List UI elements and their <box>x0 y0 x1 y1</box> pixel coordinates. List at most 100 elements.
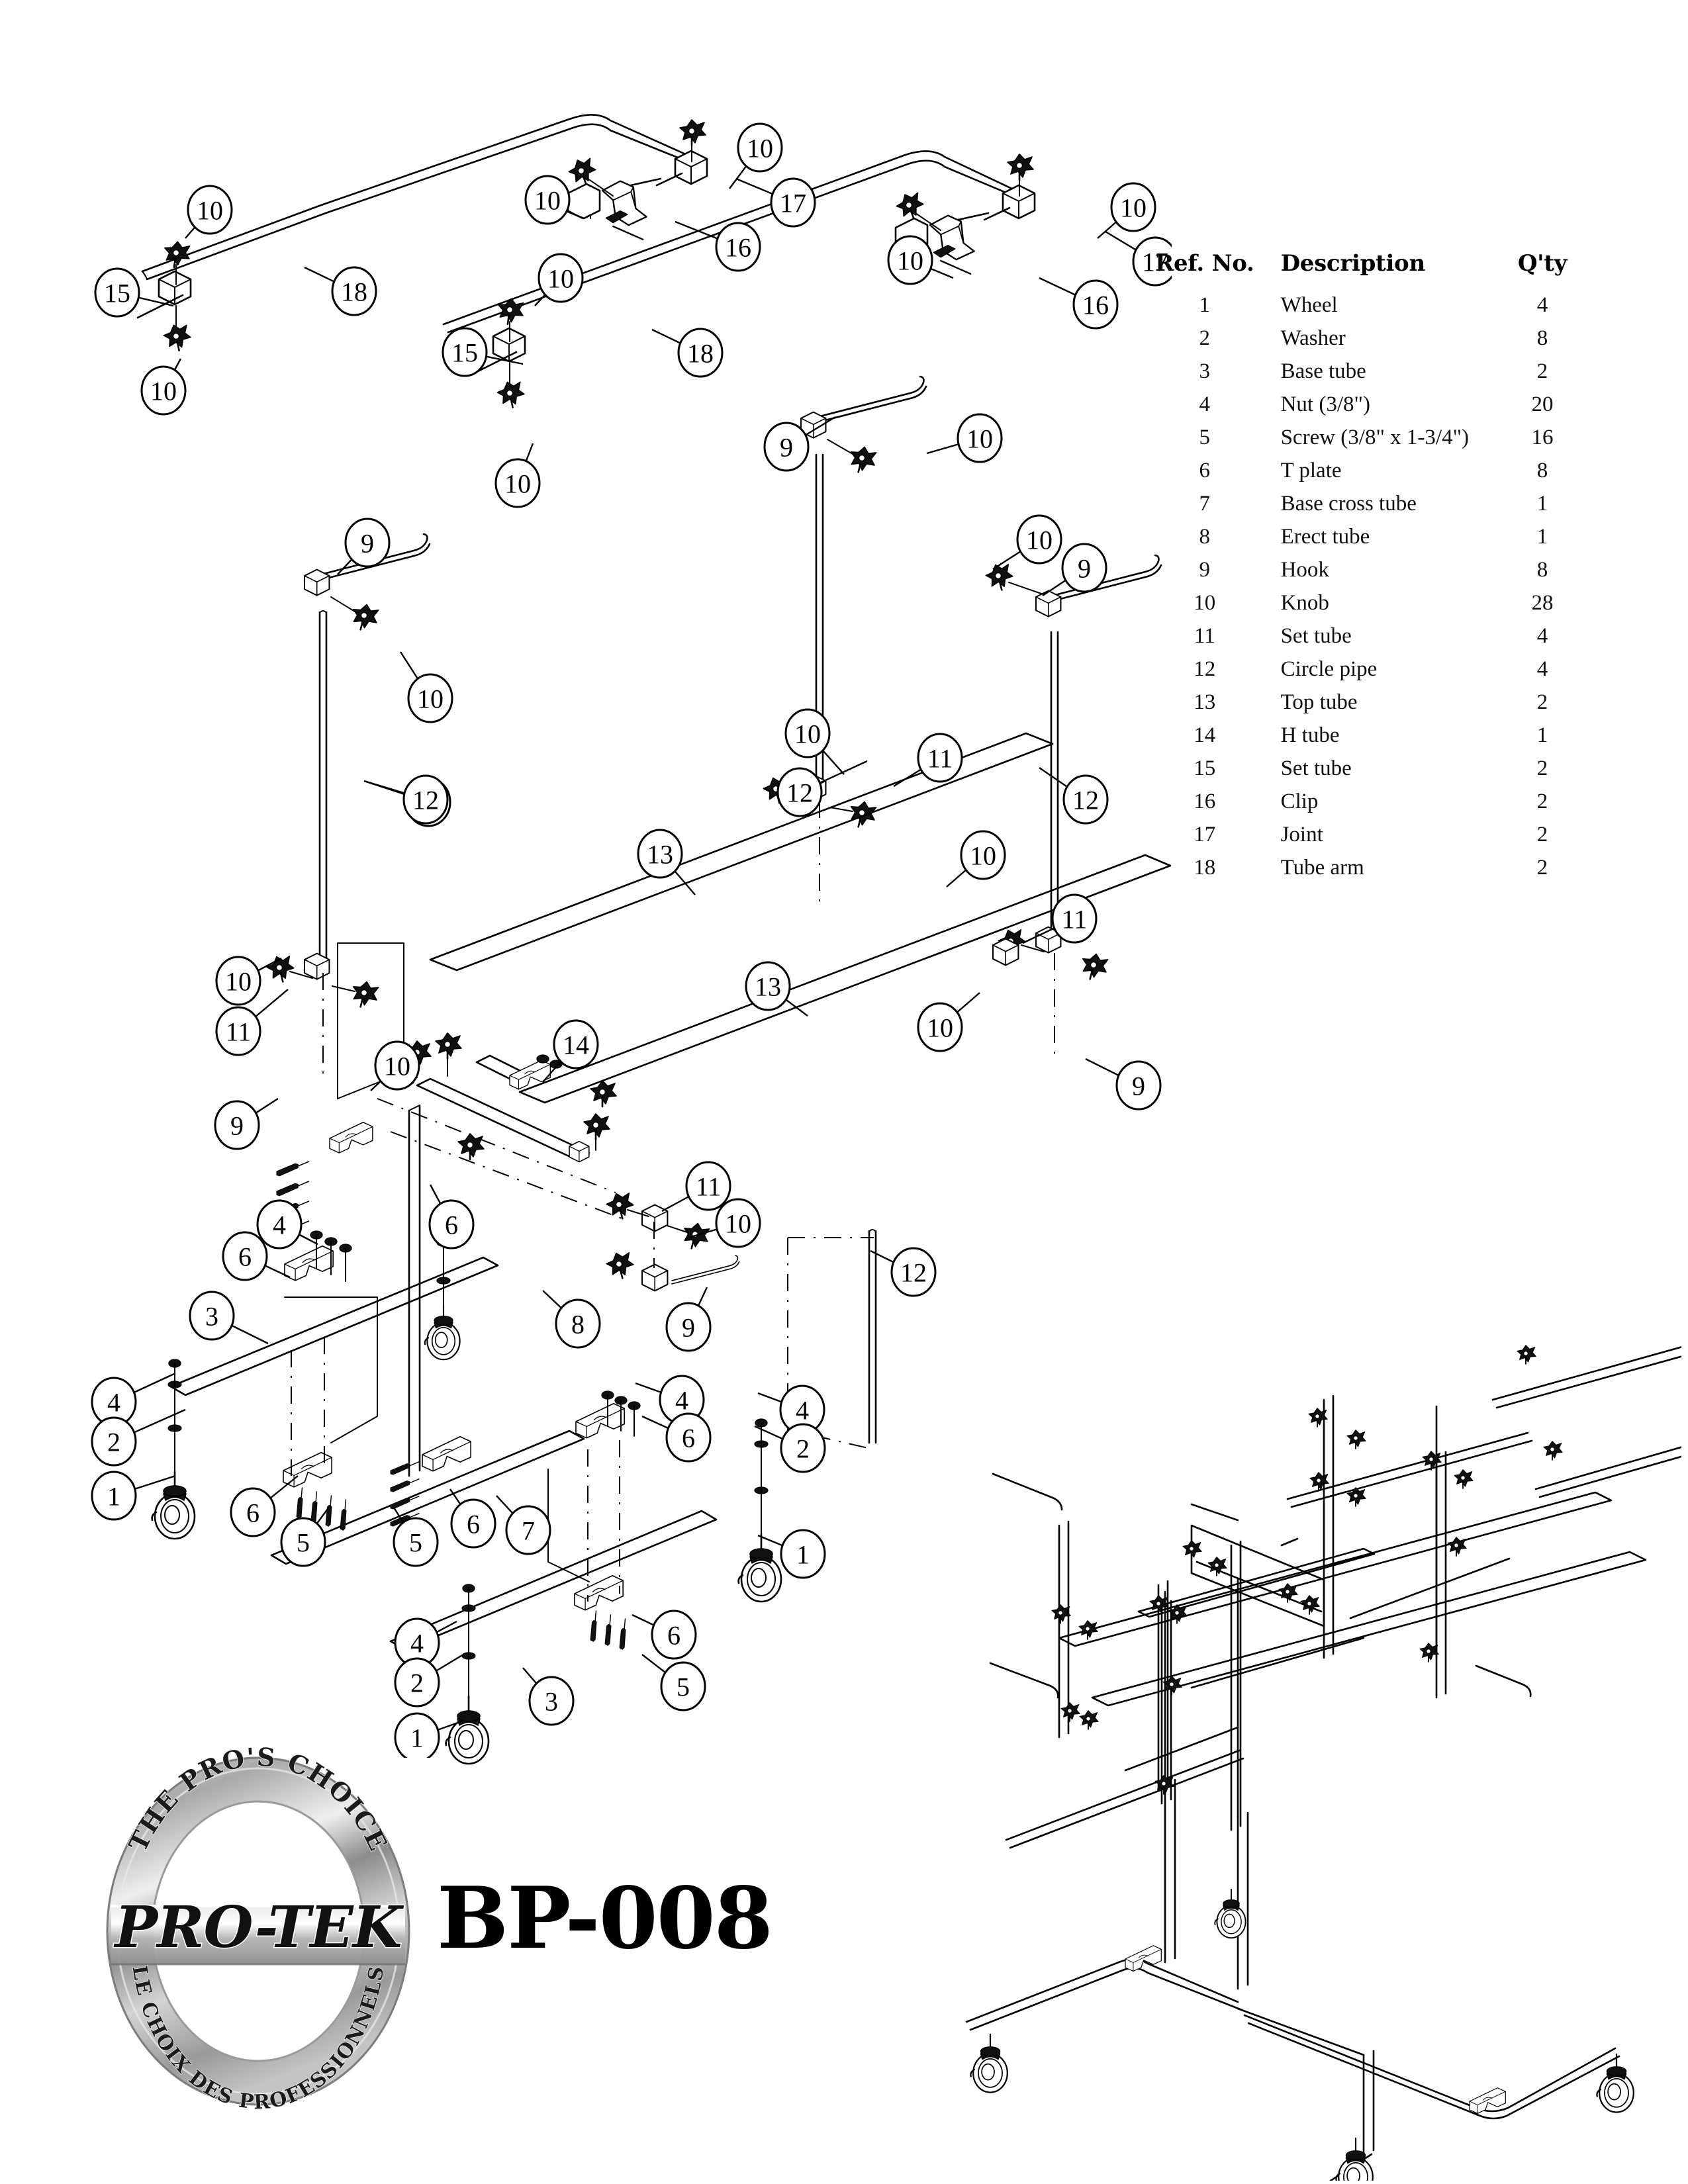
balloon-number: 4 <box>273 1210 286 1240</box>
balloon-number: 3 <box>545 1687 558 1717</box>
balloon-circle <box>553 1019 599 1069</box>
balloon-number: 5 <box>677 1672 690 1702</box>
balloon-number: 10 <box>384 1052 410 1081</box>
header-description: Description <box>1280 250 1426 277</box>
callout-balloon-10: 10 <box>399 651 453 723</box>
callout-balloon-11: 11 <box>215 989 289 1056</box>
balloon-number: 4 <box>410 1629 424 1659</box>
balloon-circle <box>189 1291 235 1341</box>
callout-balloon-6: 6 <box>230 1475 299 1537</box>
balloon-circle <box>1132 236 1172 287</box>
callout-balloon-3: 3 <box>189 1291 269 1345</box>
callout-balloon-12: 12 <box>870 1247 937 1297</box>
balloon-circle <box>960 830 1006 880</box>
balloon-number: 2 <box>107 1428 120 1457</box>
balloon-number: 12 <box>1072 786 1099 815</box>
cell-ref-no: 16 <box>1194 789 1216 813</box>
balloon-circle <box>394 1657 440 1707</box>
callout-balloon-13: 13 <box>745 961 808 1017</box>
balloon-circle <box>1072 279 1119 330</box>
callout-balloon-10: 10 <box>140 358 187 416</box>
balloon-number: 9 <box>230 1111 244 1141</box>
callout-balloon-12: 12 <box>1039 767 1109 825</box>
callout-balloon-13: 13 <box>637 829 696 895</box>
balloon-circle <box>1062 774 1109 825</box>
balloon-circle <box>917 733 963 783</box>
balloon-circle <box>538 253 584 303</box>
balloon-circle <box>222 1231 268 1281</box>
balloon-number: 12 <box>786 778 813 808</box>
balloon-circle <box>780 1529 826 1579</box>
callout-balloon-16: 16 <box>1039 277 1119 330</box>
callout-balloon-4: 4 <box>757 1385 825 1435</box>
balloon-number: 9 <box>1132 1071 1145 1101</box>
balloon-circle <box>494 458 541 508</box>
callout-balloon-10: 10 <box>887 235 954 285</box>
balloon-circle <box>187 185 233 235</box>
balloon-circle <box>677 328 724 378</box>
callout-balloon-10: 10 <box>534 253 584 306</box>
cell-qty: 2 <box>1536 756 1548 780</box>
cell-ref-no: 11 <box>1194 623 1215 648</box>
callout-balloon-4: 4 <box>256 1199 318 1250</box>
balloon-circle <box>505 1505 551 1555</box>
balloon-number: 18 <box>687 339 714 369</box>
balloon-circle <box>737 122 783 173</box>
assembled-product-illustration <box>965 1344 1681 2181</box>
balloon-number: 5 <box>409 1528 422 1558</box>
balloon-number: 3 <box>205 1302 218 1332</box>
balloon-number: 15 <box>104 279 130 308</box>
callout-balloon-5: 5 <box>280 1508 328 1567</box>
cell-ref-no: 3 <box>1199 359 1211 383</box>
balloon-number: 10 <box>970 841 996 871</box>
cell-qty: 20 <box>1531 392 1554 416</box>
callout-balloon-10: 10 <box>1097 182 1156 239</box>
cell-ref-no: 2 <box>1199 326 1211 350</box>
balloon-number: 16 <box>725 233 751 263</box>
cell-description: Knob <box>1280 590 1329 615</box>
protek-logo: THE PRO'S CHOICE PRO-TEK LE CHOIX DES PR… <box>79 1741 437 2111</box>
model-number-label: BP-008 <box>437 1869 773 1968</box>
balloon-number: 13 <box>755 972 781 1002</box>
cell-qty: 4 <box>1536 293 1548 317</box>
header-ref-no: Ref. No. <box>1155 250 1254 277</box>
callout-balloon-8: 8 <box>542 1290 601 1349</box>
balloon-number: 4 <box>107 1388 120 1418</box>
cell-ref-no: 9 <box>1199 557 1211 582</box>
balloon-number: 10 <box>1026 525 1053 555</box>
cell-qty: 2 <box>1536 690 1548 714</box>
cell-description: Clip <box>1280 789 1319 813</box>
cell-description: Base tube <box>1280 359 1366 383</box>
balloon-circle <box>402 774 449 825</box>
callout-balloon-11: 11 <box>893 733 963 788</box>
balloon-circle <box>917 1002 963 1052</box>
balloon-number: 8 <box>571 1310 585 1340</box>
balloon-number: 13 <box>647 840 673 870</box>
header-qty: Q'ty <box>1517 250 1568 277</box>
balloon-number: 6 <box>246 1498 259 1528</box>
balloon-circle <box>524 175 571 225</box>
callout-balloon-9: 9 <box>337 518 391 575</box>
callout-balloon-9: 9 <box>763 416 836 472</box>
balloon-number: 12 <box>900 1258 927 1288</box>
balloon-number: 6 <box>445 1210 458 1240</box>
cell-ref-no: 6 <box>1199 458 1211 482</box>
callout-balloon-14: 14 <box>542 1019 599 1083</box>
callout-balloon-10: 10 <box>688 1198 761 1248</box>
balloon-number: 15 <box>451 338 478 368</box>
balloon-number: 11 <box>696 1172 722 1202</box>
balloon-number: 9 <box>682 1313 695 1343</box>
balloon-number: 6 <box>238 1242 252 1272</box>
callout-balloon-2: 2 <box>754 1423 826 1473</box>
balloon-circle <box>957 413 1003 463</box>
